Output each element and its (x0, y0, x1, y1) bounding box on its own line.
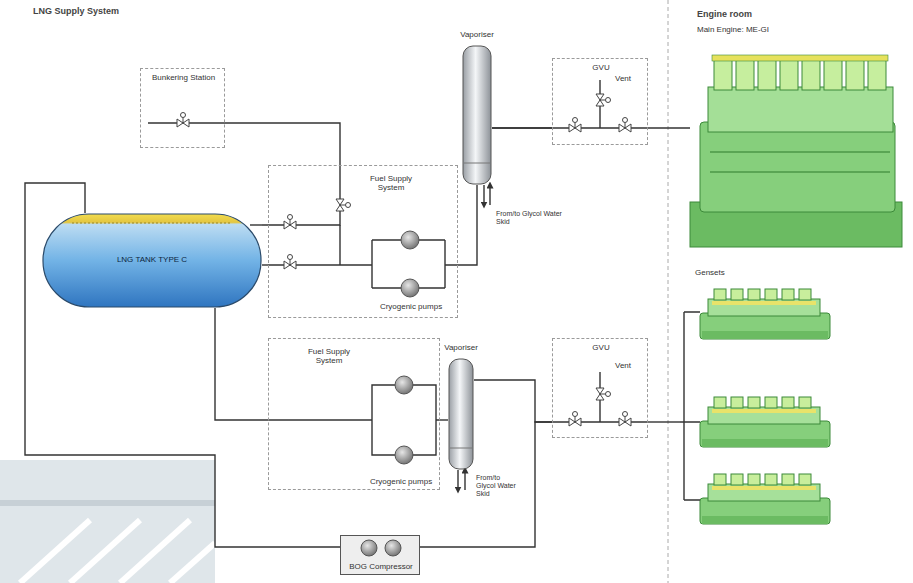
pipe-connector (25, 183, 340, 547)
gvu-box: GVU Vent (552, 58, 648, 145)
pipe-connector (225, 123, 340, 225)
pipe-connector (440, 419, 448, 420)
node-heading: LNG TANK TYPE C (42, 255, 262, 264)
station-box: Bunkering Station (140, 68, 225, 148)
pipe-connector (648, 421, 680, 422)
valve-symbol (596, 388, 611, 400)
note-label: From/to Glycol Water Skid (496, 210, 576, 226)
node-text: Vent (615, 361, 645, 370)
fuel-supply-box: Fuel Supply SystemCryogenic pumps (268, 338, 440, 490)
node-text: Vent (615, 74, 645, 83)
node-heading: Fuel Supply System (361, 174, 421, 192)
vaporiser-shape (462, 45, 492, 185)
node-heading: Vaporiser (442, 30, 512, 39)
vaporiser: Vaporiser (448, 358, 474, 470)
pipe-connector (458, 185, 477, 265)
node-heading: Gensets (695, 268, 725, 277)
pipe-connector (215, 308, 268, 420)
bog-compressor: BOG Compressor (340, 535, 420, 575)
gensets-group: Gensets (680, 268, 840, 530)
valve-symbol (569, 118, 581, 133)
engine-room-divider (668, 0, 669, 583)
valve-symbol (619, 412, 631, 427)
node-heading: GVU (553, 63, 649, 72)
pipe-connector (474, 380, 552, 422)
cryogenic-pump-symbol (395, 231, 419, 464)
inset-photo (0, 460, 215, 583)
valve-symbol (619, 118, 631, 133)
valve-symbol (177, 113, 189, 128)
node-heading: Fuel Supply System (299, 347, 359, 365)
diagram-title: LNG Supply System (33, 6, 119, 16)
main-engine-picture (690, 55, 902, 247)
node-heading: Main Engine: ME-GI (697, 25, 769, 34)
pipe-connector (648, 127, 690, 128)
vaporiser-shape (448, 358, 474, 470)
node-heading: BOG Compressor (331, 562, 431, 571)
node-text: Cryogenic pumps (369, 302, 453, 311)
valve-symbol (284, 215, 296, 230)
node-text: Cryogenic pumps (363, 477, 439, 486)
compressor-shape (341, 536, 421, 560)
lng-tank: LNG TANK TYPE C (42, 213, 262, 308)
genset-picture (700, 289, 830, 339)
fuel-supply-box: Fuel Supply SystemCryogenic pumps (268, 165, 458, 318)
valve-symbol (569, 412, 581, 427)
valve-symbol (284, 255, 296, 270)
genset-picture (700, 474, 830, 524)
pipe-connector (492, 127, 552, 128)
valve-symbol (336, 199, 351, 211)
node-heading: GVU (553, 343, 649, 352)
genset-picture (700, 397, 830, 447)
gvu-box: GVU Vent (552, 338, 648, 438)
main-engine: Main Engine: ME-GI (690, 45, 905, 250)
node-heading: Bunkering Station (141, 73, 226, 82)
node-heading: Vaporiser (431, 343, 491, 352)
note-label: From/to Glycol Water Skid (476, 474, 518, 498)
vaporiser: Vaporiser (462, 45, 492, 185)
valve-symbol (596, 94, 611, 106)
region-label: Engine room (697, 9, 752, 19)
